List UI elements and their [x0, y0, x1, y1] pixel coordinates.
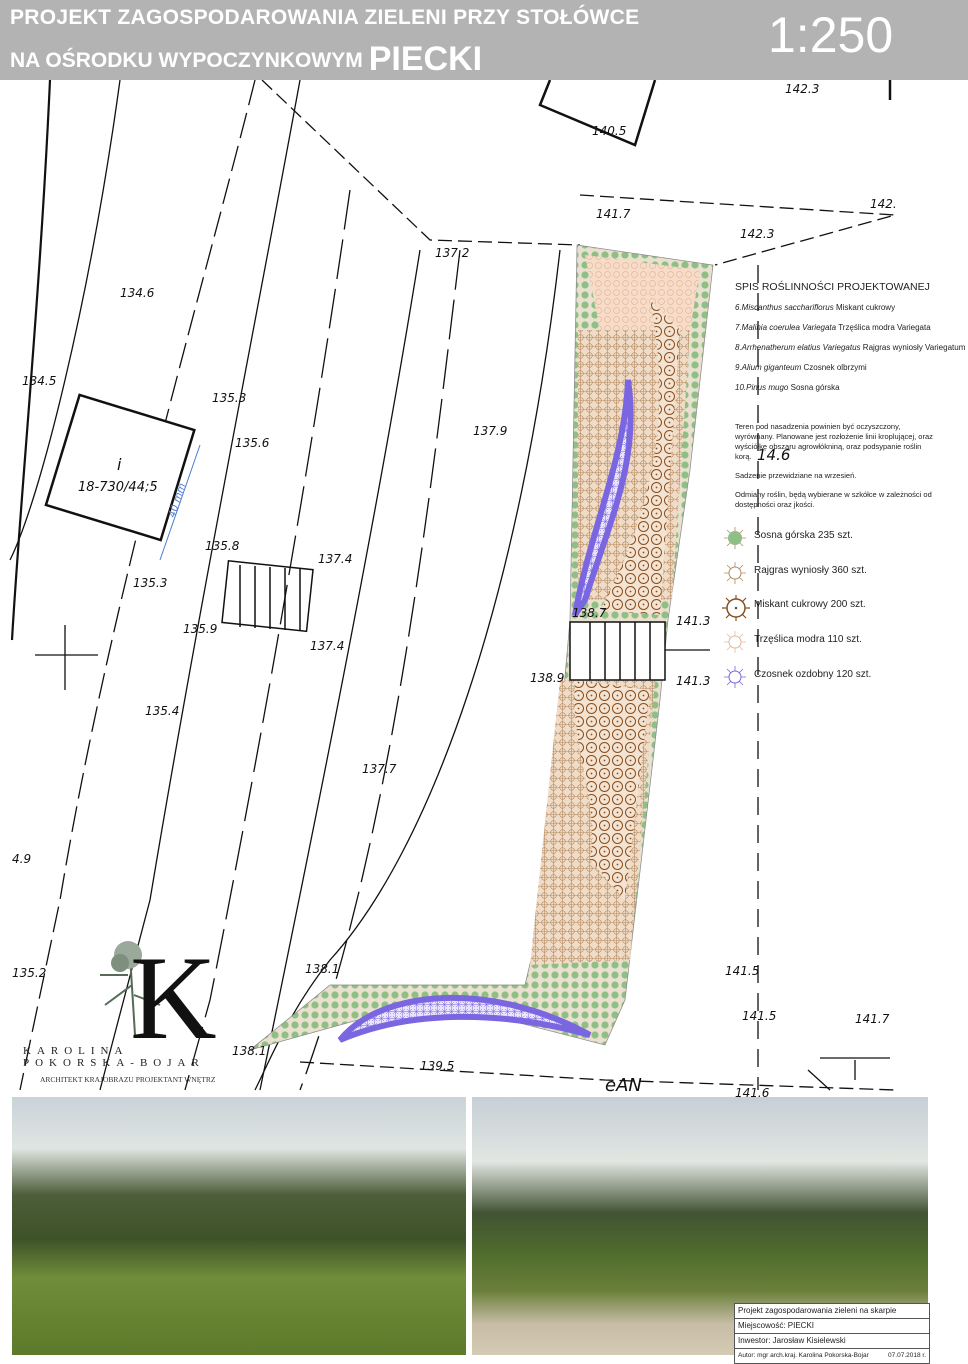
bed-trzeslica — [585, 255, 700, 330]
species-latin: 9.Alium giganteum — [735, 363, 802, 372]
legend-symbol-pine: Sosna górska 235 szt. — [722, 526, 962, 550]
elevation-label: 134.6 — [120, 286, 155, 300]
title-block-author: Autor: mgr arch.kraj. Karolina Pokorska-… — [738, 1352, 869, 1359]
species-polish: Sosna górska — [790, 383, 840, 392]
elevation-label: 135.3 — [133, 576, 168, 590]
elevation-label: 141.5 — [725, 964, 760, 978]
elevation-label: 141.3 — [676, 614, 711, 628]
trzeslica-symbol-icon — [724, 631, 746, 653]
legend-symbol-miskant: Miskant cukrowy 200 szt. — [722, 595, 962, 621]
legend-label: Rajgras wyniosły 360 szt. — [754, 565, 867, 576]
elevation-label: 135.3 — [212, 391, 247, 405]
legend-label: Miskant cukrowy 200 szt. — [754, 599, 866, 610]
legend-label: Trzęślica modra 110 szt. — [754, 634, 862, 645]
logo-letter: K — [130, 931, 217, 1064]
species-item: 8.Arrhenatherum elatius Variegatus Rajgr… — [735, 343, 965, 352]
bed-miskant — [574, 300, 680, 900]
bed-czosnek — [337, 379, 634, 1043]
elevation-label: 139.5 — [420, 1059, 455, 1073]
elevation-label: 138.1 — [305, 962, 340, 976]
legend-label: Sosna górska 235 szt. — [754, 530, 853, 541]
czosnek-symbol-icon — [724, 666, 746, 688]
parcel-number: 18-730/44;5 — [78, 480, 158, 495]
title-block-place: Miejscowość: PIECKI — [735, 1319, 929, 1334]
rajgras-symbol-icon — [724, 562, 746, 584]
parcel — [44, 393, 201, 561]
planting-notes: Teren pod nasadzenia powinien być oczysz… — [735, 422, 935, 510]
legend-label: Czosnek ozdobny 120 szt. — [754, 669, 872, 680]
plant-list: SPIS ROŚLINNOŚCI PROJEKTOWANEJ 6.Miscant… — [735, 281, 965, 519]
elevation-label: 135.6 — [235, 436, 270, 450]
title-place: PIECKI — [368, 40, 483, 78]
title-block-author-row: Autor: mgr arch.kraj. Karolina Pokorska-… — [735, 1349, 929, 1363]
visualization-photo-left — [12, 1097, 466, 1355]
parcel-label: i — [117, 455, 122, 474]
elevation-label: 137.4 — [318, 552, 353, 566]
species-polish: Miskant cukrowy — [835, 303, 896, 312]
miskant-symbol-icon — [722, 595, 750, 621]
elevation-label: 141.7 — [596, 207, 631, 221]
legend-symbol-trzeslica: Trzęślica modra 110 szt. — [722, 630, 962, 654]
stairs-right — [569, 621, 666, 681]
species-item: 6.Miscanthus sacchariflorus Miskant cukr… — [735, 303, 965, 312]
elevation-label: 141.3 — [676, 674, 711, 688]
elevation-label: 142. — [870, 197, 897, 211]
elevation-label: 135.8 — [205, 539, 240, 553]
elevation-label: 135.9 — [183, 622, 218, 636]
species-item: 10.Pinus mugo Sosna górska — [735, 383, 965, 392]
elevation-label: 138.9 — [530, 671, 565, 685]
title-line-1: PROJEKT ZAGOSPODAROWANIA ZIELENI PRZY ST… — [10, 6, 640, 29]
plant-list-title: SPIS ROŚLINNOŚCI PROJEKTOWANEJ — [735, 281, 930, 293]
elevation-label: 137.4 — [310, 639, 345, 653]
elevation-label: 138.7 — [572, 606, 607, 620]
elevation-label: 137.9 — [473, 424, 508, 438]
designer-logo: K KAROLINA POKORSKA-BOJAR ARCHITEKT KRAJ… — [20, 931, 240, 1090]
note-text: Teren pod nasadzenia powinien być oczysz… — [735, 422, 933, 461]
pine-symbol-icon — [724, 527, 746, 549]
note-text: Odmiany roślin, będą wybierane w szkółce… — [735, 490, 932, 509]
species-latin: 7.Malinia coerulea Variegata — [735, 323, 837, 332]
species-latin: 6.Miscanthus sacchariflorus — [735, 303, 834, 312]
title-block: Projekt zagospodarowania zieleni na skar… — [734, 1303, 930, 1364]
site-plan — [9, 80, 896, 1091]
logo-name: KAROLINA POKORSKA-BOJAR — [23, 1045, 205, 1069]
elevation-label: 142.3 — [785, 82, 820, 96]
species-item: 7.Malinia coerulea Variegata Trzęślica m… — [735, 323, 965, 332]
species-latin: 8.Arrhenatherum elatius Variegatus — [735, 343, 861, 352]
elevation-label: 4.9 — [12, 852, 32, 866]
elevation-label: 138.1 — [232, 1044, 267, 1058]
road-label: eAN — [605, 1075, 642, 1096]
legend-symbol-czosnek: Czosnek ozdobny 120 szt. — [722, 665, 962, 689]
elevation-label: 137.7 — [362, 762, 397, 776]
species-polish: Rajgras wyniosły Variegatum — [862, 343, 966, 352]
elevation-label: 140.5 — [592, 124, 627, 138]
title-line-2-text: NA OŚRODKU WYPOCZYNKOWYM — [10, 49, 363, 72]
species-item: 9.Alium giganteum Czosnek olbrzymi — [735, 363, 965, 372]
elevation-label: 14.6 — [757, 446, 791, 464]
legend-symbol-rajgras: Rajgras wyniosły 360 szt. — [722, 561, 962, 585]
elevation-label: 142.3 — [740, 227, 775, 241]
logo-subtitle: ARCHITEKT KRAJOBRAZU PROJEKTANT WNĘTRZ — [40, 1075, 216, 1084]
species-polish: Trzęślica modra Variegata — [838, 323, 931, 332]
elevation-label: 141.7 — [855, 1012, 890, 1026]
elevation-label: 135.2 — [12, 966, 47, 980]
species-latin: 10.Pinus mugo — [735, 383, 789, 392]
note-text: Sadzenie przewidziane na wrzesień. — [735, 471, 857, 480]
elevation-label: 135.4 — [145, 704, 180, 718]
title-block-investor: Inwestor: Jarosław Kisielewski — [735, 1334, 929, 1349]
title-block-project: Projekt zagospodarowania zieleni na skar… — [735, 1304, 929, 1319]
elevation-label: 134.5 — [22, 374, 57, 388]
flower-illustration-icon — [100, 941, 161, 1036]
elevation-label: 141.6 — [735, 1086, 770, 1100]
title-block-date: 07.07.2018 r. — [888, 1352, 926, 1359]
title-header: PROJEKT ZAGOSPODAROWANIA ZIELENI PRZY ST… — [0, 0, 968, 80]
scale-label: 1:250 — [768, 7, 894, 63]
elevation-label: 141.5 — [742, 1009, 777, 1023]
species-polish: Czosnek olbrzymi — [803, 363, 867, 372]
elevation-label: 137.2 — [435, 246, 470, 260]
stairs-left — [221, 559, 314, 633]
